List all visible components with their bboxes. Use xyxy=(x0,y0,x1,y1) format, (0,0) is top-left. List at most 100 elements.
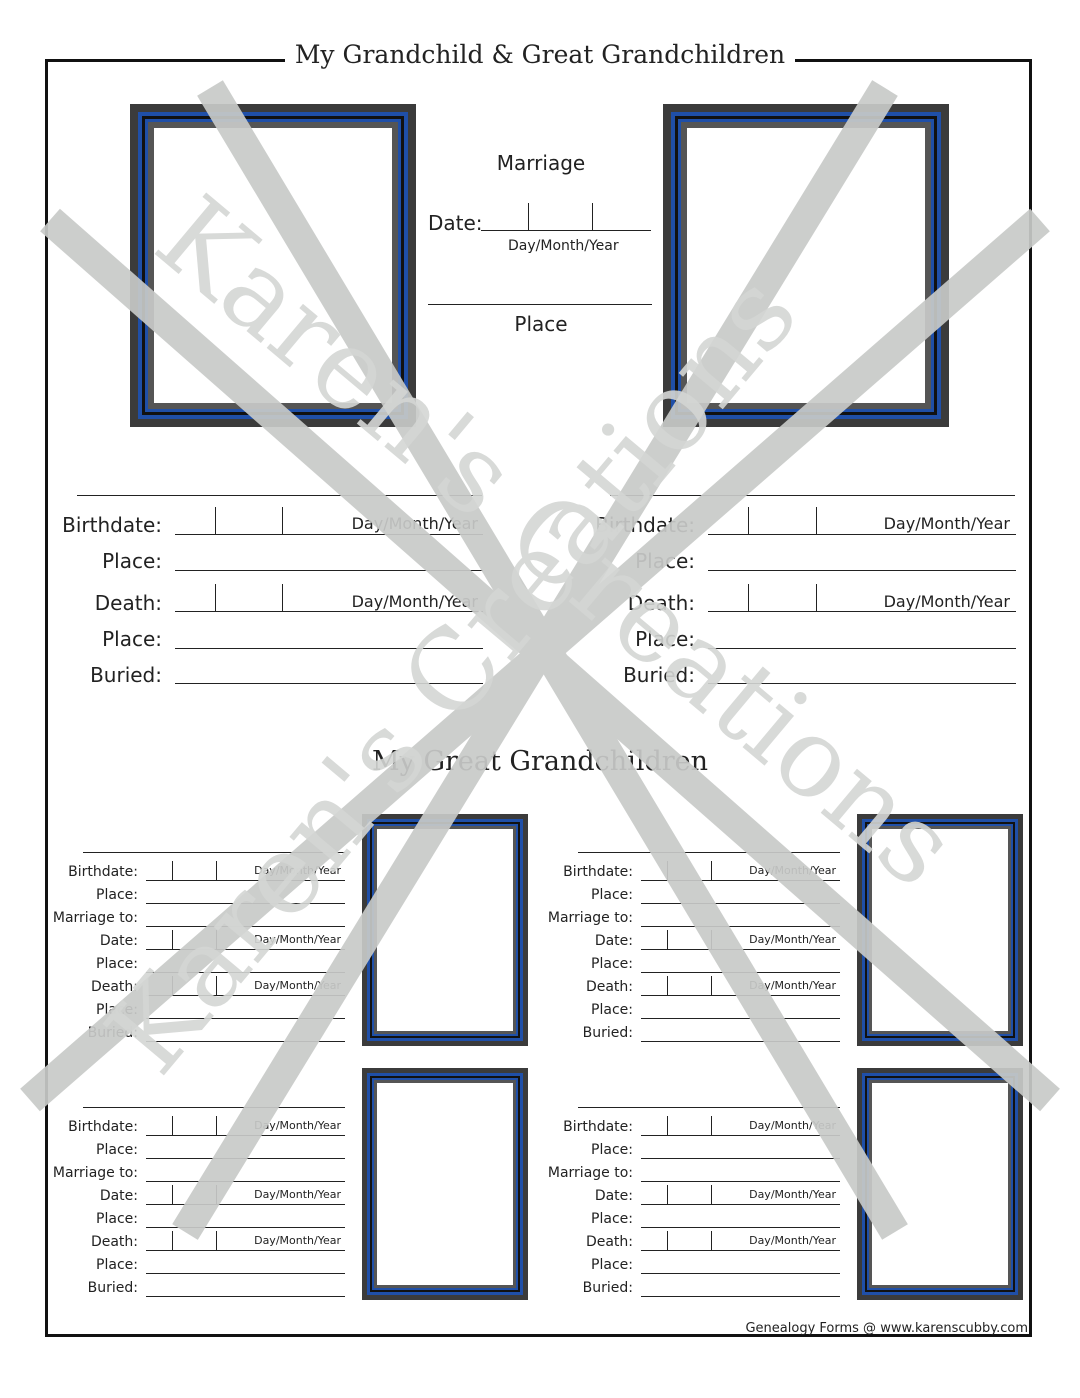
place-label: Place: xyxy=(591,956,633,972)
marriage-place-line[interactable] xyxy=(428,304,652,305)
place-line[interactable] xyxy=(641,1227,840,1228)
date-label: Date: xyxy=(594,1188,633,1204)
name-line[interactable] xyxy=(578,852,840,853)
marriage-date-format: Day/Month/Year xyxy=(508,238,619,254)
buried-line[interactable] xyxy=(146,1296,345,1297)
place-line[interactable] xyxy=(146,972,345,973)
date-line[interactable] xyxy=(146,1204,345,1205)
name-line[interactable] xyxy=(83,1107,345,1108)
date-format-hint: Day/Month/Year xyxy=(749,1119,836,1132)
marriage-date-line[interactable] xyxy=(481,230,651,231)
date-divider xyxy=(711,1116,712,1135)
marriage-to-label: Marriage to: xyxy=(547,1165,633,1181)
birthdate-line[interactable] xyxy=(146,1135,345,1136)
birthdate-line[interactable] xyxy=(641,880,840,881)
birthdate-line[interactable] xyxy=(146,880,345,881)
buried-line[interactable] xyxy=(146,1041,345,1042)
place-line[interactable] xyxy=(641,903,840,904)
place-line[interactable] xyxy=(708,648,1016,649)
death-line[interactable] xyxy=(146,1250,345,1251)
place-line[interactable] xyxy=(146,903,345,904)
marriage-to-line[interactable] xyxy=(146,926,345,927)
buried-label: Buried: xyxy=(623,663,695,687)
place-label: Place: xyxy=(102,549,162,573)
place-label: Place: xyxy=(96,887,138,903)
place-line[interactable] xyxy=(146,1018,345,1019)
date-divider xyxy=(172,1231,173,1250)
place-line[interactable] xyxy=(708,570,1016,571)
date-divider xyxy=(216,1231,217,1250)
place-line[interactable] xyxy=(641,1158,840,1159)
date-format-hint: Day/Month/Year xyxy=(351,514,478,533)
place-label: Place: xyxy=(96,1002,138,1018)
death-label: Death: xyxy=(94,591,162,615)
date-divider xyxy=(172,1185,173,1204)
buried-line[interactable] xyxy=(708,683,1016,684)
name-line[interactable] xyxy=(578,1107,840,1108)
date-line[interactable] xyxy=(641,949,840,950)
date-line[interactable] xyxy=(641,1204,840,1205)
place-line[interactable] xyxy=(146,1273,345,1274)
place-line[interactable] xyxy=(641,1273,840,1274)
date-divider xyxy=(172,976,173,995)
date-divider xyxy=(748,584,749,611)
name-line-left[interactable] xyxy=(77,495,482,496)
death-line[interactable] xyxy=(708,611,1016,612)
name-line[interactable] xyxy=(83,852,345,853)
date-divider xyxy=(216,1185,217,1204)
date-divider xyxy=(667,861,668,880)
marriage-heading: Marriage xyxy=(496,151,586,175)
marriage-to-line[interactable] xyxy=(641,926,840,927)
place-label: Place: xyxy=(591,1211,633,1227)
date-format-hint: Day/Month/Year xyxy=(883,514,1010,533)
death-label: Death: xyxy=(585,979,633,995)
date-divider xyxy=(711,930,712,949)
date-divider xyxy=(711,976,712,995)
date-divider xyxy=(711,1185,712,1204)
date-label: Date: xyxy=(99,933,138,949)
date-divider xyxy=(216,930,217,949)
name-line-right[interactable] xyxy=(610,495,1015,496)
place-line[interactable] xyxy=(641,1018,840,1019)
date-divider xyxy=(172,930,173,949)
buried-label: Buried: xyxy=(90,663,162,687)
death-line[interactable] xyxy=(175,611,483,612)
birthdate-label: Birthdate: xyxy=(563,1119,633,1135)
birthdate-label: Birthdate: xyxy=(595,513,695,537)
place-line[interactable] xyxy=(146,1227,345,1228)
marriage-date-label: Date: xyxy=(428,211,483,235)
buried-label: Buried: xyxy=(87,1025,138,1041)
birthdate-line[interactable] xyxy=(641,1135,840,1136)
date-format-hint: Day/Month/Year xyxy=(749,1234,836,1247)
death-label: Death: xyxy=(90,979,138,995)
place-line[interactable] xyxy=(175,648,483,649)
date-format-hint: Day/Month/Year xyxy=(254,933,341,946)
photo-frame-great-grandchild xyxy=(362,1068,528,1300)
date-divider xyxy=(592,203,593,230)
date-divider xyxy=(748,507,749,534)
death-line[interactable] xyxy=(146,995,345,996)
date-divider xyxy=(711,861,712,880)
death-line[interactable] xyxy=(641,1250,840,1251)
birthdate-line[interactable] xyxy=(175,534,483,535)
date-divider xyxy=(172,1116,173,1135)
place-line[interactable] xyxy=(146,1158,345,1159)
marriage-to-line[interactable] xyxy=(641,1181,840,1182)
photo-frame-grandchild xyxy=(130,104,416,427)
date-divider xyxy=(711,1231,712,1250)
birthdate-line[interactable] xyxy=(708,534,1016,535)
date-format-hint: Day/Month/Year xyxy=(749,933,836,946)
date-format-hint: Day/Month/Year xyxy=(749,864,836,877)
date-line[interactable] xyxy=(146,949,345,950)
buried-line[interactable] xyxy=(641,1041,840,1042)
date-divider xyxy=(216,976,217,995)
date-format-hint: Day/Month/Year xyxy=(254,864,341,877)
place-line[interactable] xyxy=(641,972,840,973)
photo-frame-great-grandchild xyxy=(857,1068,1023,1300)
death-line[interactable] xyxy=(641,995,840,996)
place-line[interactable] xyxy=(175,570,483,571)
buried-line[interactable] xyxy=(175,683,483,684)
marriage-to-line[interactable] xyxy=(146,1181,345,1182)
place-label: Place: xyxy=(591,1257,633,1273)
buried-line[interactable] xyxy=(641,1296,840,1297)
